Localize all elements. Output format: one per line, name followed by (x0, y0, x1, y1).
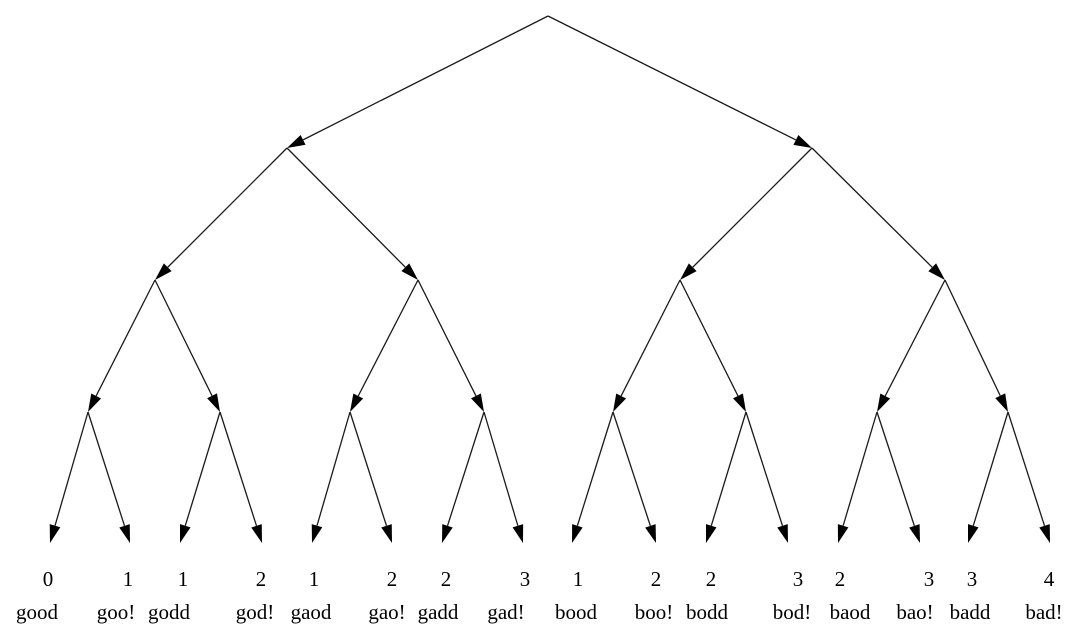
leaf-distance: 2 (651, 567, 662, 591)
edge-l3-n3-right-arrowhead (512, 524, 524, 543)
leaf-word: bad! (1025, 600, 1062, 624)
edge-l2-n1-right-line (417, 279, 477, 397)
edge-l2-n3-left-arrowhead (877, 393, 891, 412)
leaf-word: gao! (368, 600, 405, 624)
edge-l3-n1-left-line (184, 411, 221, 526)
edge-l3-n5-right-arrowhead (777, 524, 788, 543)
leaf-distance: 0 (43, 567, 54, 591)
leaf-distance: 2 (706, 567, 717, 591)
leaf-distance: 1 (573, 567, 584, 591)
edge-l3-n4-left-line (576, 411, 614, 527)
edge-l2-n1-right-arrowhead (471, 393, 484, 412)
edge-l3-n3-left-arrowhead (442, 524, 453, 543)
edge-l1-n1-right-arrowhead (928, 263, 945, 280)
leaf-distance: 2 (441, 567, 452, 591)
leaf-word: god! (236, 600, 275, 624)
leaf-distance: 3 (793, 567, 804, 591)
leaf-word: bao! (896, 600, 933, 624)
edge-l3-n0-right-line (87, 411, 126, 527)
edge-l2-n0-left-arrowhead (88, 393, 102, 412)
leaf-distance: 3 (924, 567, 935, 591)
leaf-word: goo! (97, 600, 136, 624)
tree-edges (49, 15, 1050, 543)
edge-l2-n2-left-arrowhead (613, 393, 627, 412)
edge-l3-n1-right-line (219, 411, 258, 527)
edge-l2-n0-left-line (95, 279, 156, 397)
edge-l3-n2-left-arrowhead (311, 524, 323, 543)
edge-l0-n0-right-line (547, 15, 797, 141)
leaf-distance: 2 (387, 567, 398, 591)
edge-l3-n5-right-line (745, 411, 784, 527)
leaf-word: gadd (418, 600, 459, 624)
leaf-word: badd (950, 600, 991, 624)
leaf-distance: 4 (1044, 567, 1055, 591)
edge-l2-n1-left-line (357, 279, 419, 397)
leaf-distance: 2 (256, 567, 267, 591)
edge-l3-n2-left-line (316, 411, 351, 526)
edge-l3-n1-right-arrowhead (251, 524, 262, 543)
leaf-word: bod! (773, 600, 812, 624)
leaf-distance: 3 (967, 567, 978, 591)
leaf-word: good (16, 600, 59, 624)
edge-l3-n4-left-arrowhead (572, 524, 583, 543)
edge-l1-n1-left-arrowhead (680, 263, 697, 280)
leaf-distance: 3 (520, 567, 531, 591)
edge-l3-n0-right-arrowhead (119, 524, 130, 543)
leaf-word: baod (830, 600, 871, 624)
edge-l3-n7-left-line (972, 411, 1009, 526)
edge-l0-n0-left-arrowhead (287, 134, 306, 148)
edge-l3-n6-right-line (876, 411, 916, 527)
leaf-word: boo! (635, 600, 674, 624)
leaf-distance: 1 (123, 567, 134, 591)
edge-l3-n4-right-line (612, 411, 652, 527)
edge-l3-n3-right-line (483, 411, 519, 526)
edge-l3-n6-left-arrowhead (837, 524, 849, 543)
leaf-word: gaod (291, 600, 332, 624)
edge-l3-n4-right-arrowhead (645, 524, 656, 543)
edge-l2-n0-right-line (154, 279, 213, 397)
edge-l3-n0-left-line (54, 411, 89, 526)
edge-l2-n2-right-arrowhead (733, 393, 746, 412)
leaf-distance: 1 (309, 567, 320, 591)
edge-l3-n0-left-arrowhead (49, 524, 61, 543)
edge-l2-n2-left-line (620, 279, 681, 397)
edge-l2-n3-left-line (884, 279, 946, 397)
leaf-distance: 2 (835, 567, 846, 591)
leaf-word: bodd (686, 600, 729, 624)
edge-l0-n0-right-arrowhead (793, 135, 812, 148)
leaf-word: gad! (487, 600, 524, 624)
edge-l1-n1-right-line (811, 147, 933, 268)
edge-l1-n1-left-line (692, 147, 813, 268)
edge-l0-n0-left-line (302, 15, 549, 141)
leaf-word: godd (148, 600, 191, 624)
edge-l2-n3-right-arrowhead (995, 393, 1008, 412)
edge-l3-n3-left-line (446, 411, 485, 527)
edge-l3-n7-left-arrowhead (967, 524, 979, 543)
leaf-labels: 0 good 1 goo! 1 godd 2 god! 1 gaod 2 gao! 2 gadd 3 gad!… (16, 567, 1063, 624)
edge-l3-n6-right-arrowhead (909, 524, 920, 543)
leaf-word: bood (555, 600, 598, 624)
edge-l2-n2-right-line (679, 279, 739, 397)
leaf-distance: 1 (178, 567, 189, 591)
edge-l2-n1-left-arrowhead (350, 393, 364, 412)
edge-l3-n5-left-line (710, 411, 747, 526)
edge-l2-n3-right-line (944, 279, 1001, 397)
edge-l1-n0-right-arrowhead (401, 263, 418, 280)
edge-l3-n2-right-line (349, 411, 388, 527)
edge-l3-n7-right-line (1007, 411, 1046, 527)
edge-l2-n0-right-arrowhead (207, 393, 220, 412)
edge-l3-n1-left-arrowhead (179, 524, 191, 543)
edge-l3-n6-left-line (842, 411, 878, 526)
edge-l1-n0-right-line (286, 147, 406, 268)
edge-l3-n5-left-arrowhead (705, 524, 717, 543)
edge-l3-n2-right-arrowhead (381, 524, 392, 543)
edge-l3-n7-right-arrowhead (1039, 524, 1050, 543)
edge-l1-n0-left-arrowhead (155, 263, 172, 280)
edge-l1-n0-left-line (167, 147, 288, 268)
